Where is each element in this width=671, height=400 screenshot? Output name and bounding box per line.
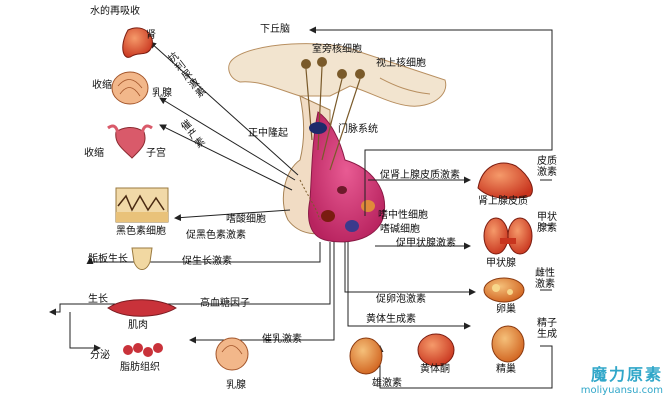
msh-label: 促黑色素激素 [186, 230, 246, 241]
chromophobe-label: 嗜中性细胞 [378, 210, 428, 221]
thyroid-hormone-label: 甲状腺素 [537, 212, 557, 234]
anterior-arrows [49, 26, 553, 389]
estrogen-label: 雌性激素 [535, 268, 555, 290]
androgen-label: 雄激素 [372, 378, 402, 389]
thyroid-organ [483, 217, 533, 255]
testis-organ [491, 325, 525, 363]
ovary-organ [483, 277, 525, 303]
mammary-label-2: 乳腺 [226, 380, 246, 391]
watermark-cn: 魔力原素 [590, 365, 663, 384]
luteum-organs [349, 333, 455, 375]
secretion-label: 分泌 [90, 350, 110, 361]
watermark: 魔力原素 moliyuansu.com [581, 361, 663, 396]
pituitary-gland [282, 57, 386, 243]
muscle-label: 肌肉 [128, 320, 148, 331]
mammary-label-1: 乳腺 [152, 88, 172, 99]
tsh-label: 促甲状腺激素 [396, 238, 456, 249]
contraction-label-2: 收缩 [84, 148, 104, 159]
fsh-label: 促卵泡激素 [376, 294, 426, 305]
adrenal-label: 肾上腺皮质 [478, 196, 528, 207]
melanocyte-tissue [115, 187, 169, 223]
kidney-label: 肾 [146, 30, 156, 41]
cortical-hormone-label: 皮质激素 [537, 156, 557, 178]
median-eminence-label: 正中隆起 [248, 128, 288, 139]
thyroid-label: 甲状腺 [486, 258, 516, 269]
progesterone-label: 黄体酮 [420, 364, 450, 375]
supraoptic-label: 视上核细胞 [376, 58, 426, 69]
prolactin-label: 催乳激素 [262, 334, 302, 345]
hypothalamus-label: 下丘脑 [260, 24, 290, 35]
hgf-label: 高血糖因子 [200, 298, 250, 309]
kidney-organ [122, 27, 153, 58]
uterus-organ [107, 124, 153, 159]
melanocyte-label: 黑色素细胞 [116, 226, 166, 237]
adipose-label: 脂肪组织 [120, 362, 160, 373]
spermatogenesis-label: 精子生成 [537, 318, 557, 340]
epiphysis-label: 骺板生长 [88, 254, 128, 265]
muscle-organ [107, 299, 177, 317]
gh-label: 促生长激素 [182, 256, 232, 267]
basophil-right-label: 嗜碱细胞 [380, 224, 420, 235]
mammary-organ-2 [215, 337, 249, 371]
mammary-organ-1 [111, 71, 149, 105]
bone-organ [131, 247, 153, 270]
adipose-organ [123, 343, 163, 357]
lh-label: 黄体生成素 [366, 314, 416, 325]
basophil-left-label: 嗜酸细胞 [226, 214, 266, 225]
kidney-water-label: 水的再吸收 [90, 6, 140, 17]
adrenal-organ [477, 162, 533, 199]
growth-label: 生长 [88, 294, 108, 305]
testis-label: 精巢 [496, 364, 516, 375]
watermark-en: moliyuansu.com [580, 385, 663, 396]
posterior-arrows [149, 41, 299, 222]
ovary-label: 卵巢 [496, 304, 516, 315]
acth-label: 促肾上腺皮质激素 [380, 170, 460, 181]
uterus-label: 子宫 [146, 148, 166, 159]
portal-system-label: 门脉系统 [338, 124, 378, 135]
paraventricular-label: 室旁核细胞 [312, 44, 362, 55]
contraction-label-1: 收缩 [92, 80, 112, 91]
